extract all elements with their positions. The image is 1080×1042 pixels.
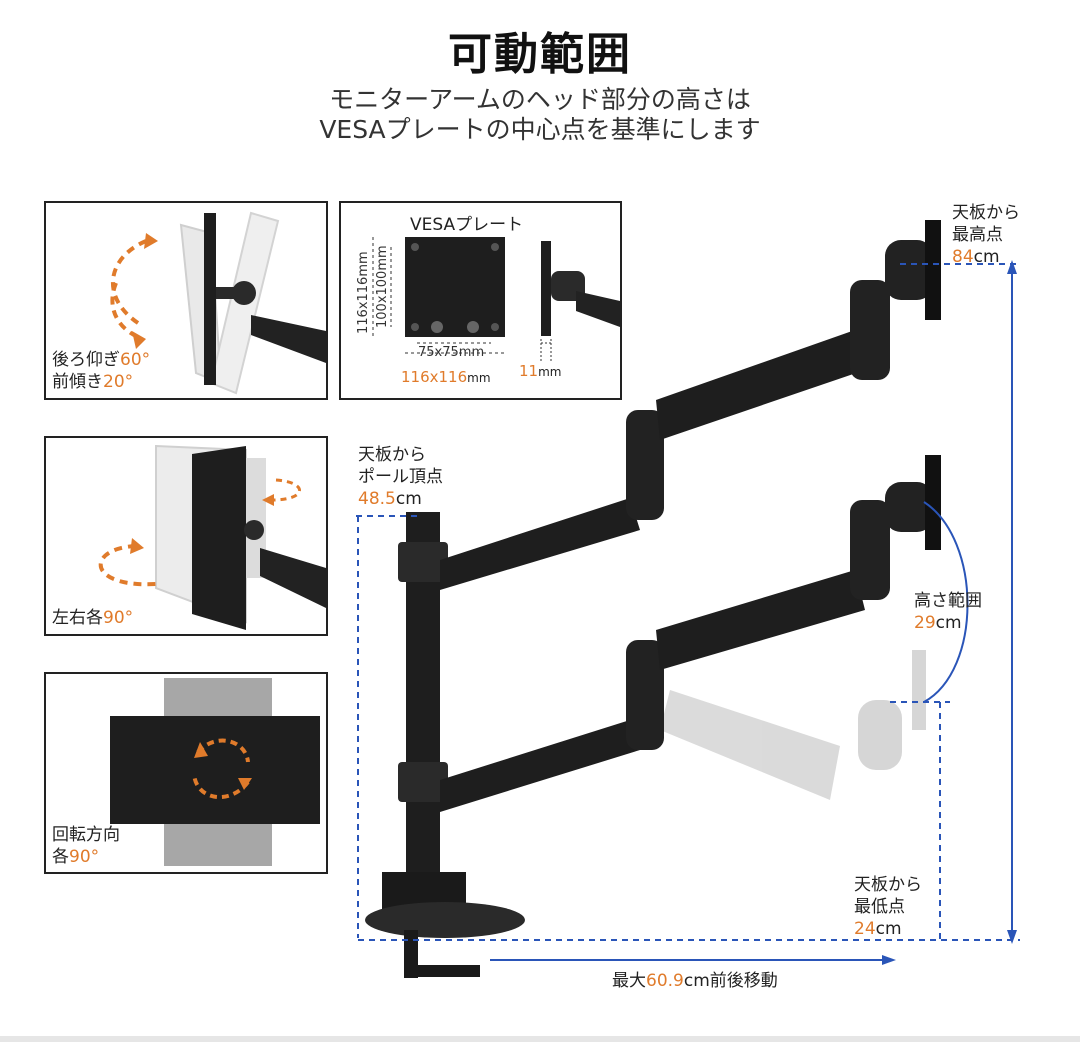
- upper-arm: [440, 220, 941, 590]
- pole-top-value: 48.5cm: [358, 489, 422, 509]
- pole-top-line-1: 天板から: [358, 445, 426, 465]
- pole-top-line-2: ポール頂点: [358, 467, 443, 487]
- vesa-panel: [339, 201, 622, 400]
- lower-arm: [440, 455, 941, 812]
- tilt-illustration: [110, 211, 326, 395]
- main-arm-diagram: [356, 220, 1020, 978]
- tilt-panel: [44, 201, 328, 400]
- swivel-label: 左右各90°: [52, 608, 134, 628]
- height-range-value: 29cm: [914, 613, 962, 633]
- vesa-thickness-dim: 11mm: [519, 362, 562, 380]
- min-height-line-1: 天板から: [854, 875, 922, 895]
- max-height-line-2: 最高点: [952, 225, 1003, 245]
- vesa-inner-horizontal-dim: 75x75mm: [418, 345, 485, 360]
- subtitle-line-2: VESAプレートの中心点を基準にします: [319, 115, 761, 144]
- vesa-outer-horizontal-dim: 116x116mm: [401, 368, 491, 386]
- rotate-illustration: [110, 678, 320, 866]
- swivel-panel: [44, 436, 328, 636]
- height-range-line-1: 高さ範囲: [914, 591, 982, 611]
- vesa-illustration: [372, 237, 620, 363]
- swivel-illustration: [98, 444, 326, 630]
- max-height-line-1: 天板から: [952, 203, 1020, 223]
- rotate-label-line-2: 各90°: [52, 847, 100, 867]
- subtitle-line-1: モニターアームのヘッド部分の高さは: [329, 85, 751, 114]
- page-title: 可動範囲: [448, 29, 632, 80]
- min-height-line-2: 最低点: [854, 897, 905, 917]
- footer-bar: [0, 1036, 1080, 1042]
- depth-label: 最大60.9cm前後移動: [612, 971, 778, 991]
- tilt-label-line-1: 後ろ仰ぎ60°: [52, 350, 151, 370]
- dimension-lines: [356, 263, 1020, 961]
- tilt-label-line-2: 前傾き20°: [52, 372, 134, 392]
- rotate-panel: [44, 672, 328, 874]
- min-height-value: 24cm: [854, 919, 902, 939]
- max-height-value: 84cm: [952, 247, 1000, 267]
- vesa-plate-title: VESAプレート: [410, 215, 524, 235]
- rotate-label-line-1: 回転方向: [52, 825, 120, 845]
- ghost-arm-lowest: [660, 650, 926, 800]
